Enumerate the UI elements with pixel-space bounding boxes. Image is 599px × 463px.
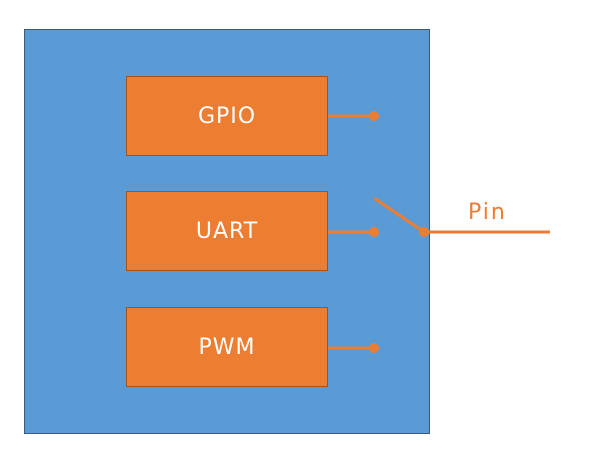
gpio-terminal [369, 111, 379, 121]
pin-label: Pin [468, 200, 507, 225]
gpio-label: GPIO [197, 103, 257, 129]
pwm-label: PWM [198, 334, 256, 360]
mux-switch-arm [373, 196, 425, 234]
pwm-block: PWM [126, 307, 328, 387]
uart-label: UART [195, 218, 259, 244]
uart-terminal [369, 227, 379, 237]
gpio-block: GPIO [126, 76, 328, 156]
uart-block: UART [126, 191, 328, 271]
pwm-terminal [369, 343, 379, 353]
